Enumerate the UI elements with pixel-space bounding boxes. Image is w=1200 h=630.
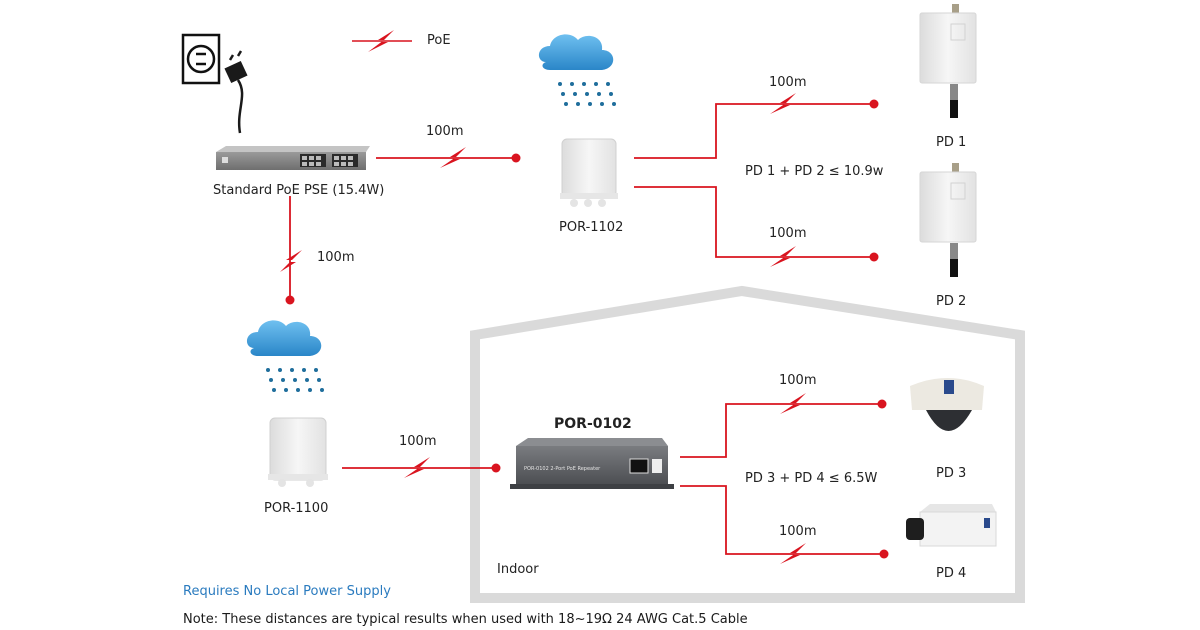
cables [289,103,884,555]
pd4-box-camera [906,504,997,547]
cable-endpoint [869,252,879,262]
outdoor-power-budget: PD 1 + PD 2 ≤ 10.9w [745,164,884,179]
pd4-label: PD 4 [936,566,967,581]
lightning-icon [280,250,302,272]
cable-por0102-pd4 [680,485,884,555]
pd2-label: PD 2 [936,294,967,309]
lightning-icon [770,93,796,114]
lightning-icon [780,393,806,414]
legend-poe-label: PoE [427,33,451,48]
por1100-device [268,417,328,487]
indoor-power-budget: PD 3 + PD 4 ≤ 6.5W [745,471,878,486]
cable-endpoint [285,295,295,305]
poe-lightning-marks [280,93,806,564]
pd1-access-point [919,4,977,118]
por1100-label: POR-1100 [264,501,329,516]
por0102-device: POR-0102 2-Port PoE Repeater [510,438,674,489]
por0102-front-text: POR-0102 2-Port PoE Repeater [524,466,601,472]
cable-endpoint [491,463,501,473]
distance-label-por1100-por0102: 100m [399,434,437,449]
power-plug-icon [224,50,248,134]
distance-label-pse-por1100: 100m [317,250,355,265]
cable-endpoint [877,399,887,409]
distance-label-pse-por1102: 100m [426,124,464,139]
por1102-label: POR-1102 [559,220,624,235]
rain-cloud-icon [246,320,324,392]
cable-endpoint [511,153,521,163]
indoor-zone-label: Indoor [497,562,539,577]
poe-switch-device [216,146,370,170]
lightning-icon [770,246,796,267]
distance-label-pd4: 100m [779,524,817,539]
cable-endpoint [869,99,879,109]
cable-por0102-pd3 [680,403,882,458]
lightning-icon [404,457,430,478]
lightning-icon [780,543,806,564]
pd2-access-point [919,163,977,277]
house-outline [470,285,1025,603]
distance-label-pd1: 100m [769,75,807,90]
por0102-label: POR-0102 [554,416,632,432]
power-outlet-icon [181,33,221,85]
pse-label: Standard PoE PSE (15.4W) [213,183,385,198]
cable-por1102-pd2 [634,186,874,258]
distance-label-pd3: 100m [779,373,817,388]
footer-note: Note: These distances are typical result… [183,612,748,627]
pd3-label: PD 3 [936,466,967,481]
distance-label-pd2: 100m [769,226,807,241]
footer-highlight: Requires No Local Power Supply [183,584,391,599]
por1102-device [560,138,618,207]
lightning-icon [440,147,466,168]
legend-poe-symbol [352,30,412,52]
cable-endpoints [285,99,889,559]
rain-cloud-icon [538,34,616,106]
cable-endpoint [879,549,889,559]
pd1-label: PD 1 [936,135,967,150]
pd3-dome-camera [910,378,984,431]
cable-por1102-pd1 [634,103,874,159]
